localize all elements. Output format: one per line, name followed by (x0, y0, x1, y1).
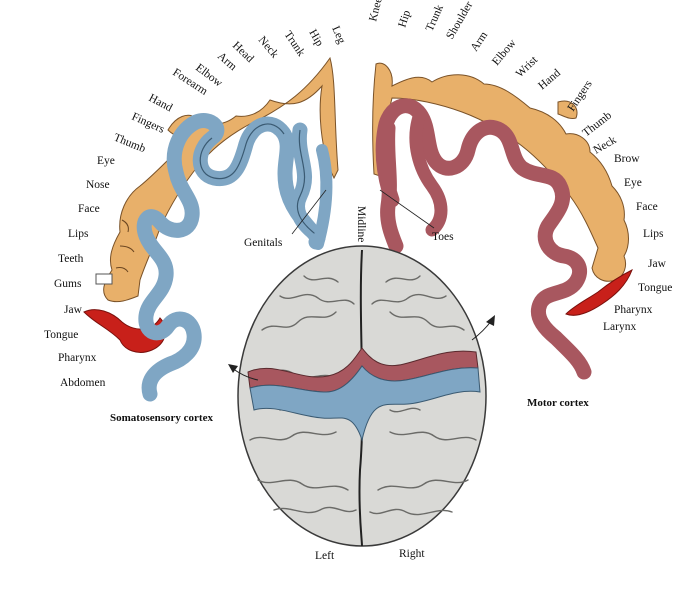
motor-homunculus (372, 62, 633, 380)
motor-label-wrist: Wrist (514, 54, 541, 81)
motor-label-brow: Brow (614, 153, 640, 165)
sensory-label-abdomen: Abdomen (60, 377, 106, 389)
sensory-label-nose: Nose (86, 179, 110, 191)
motor-label-fingers: Fingers (566, 78, 596, 114)
toes-label: Toes (432, 231, 454, 243)
sensory-label-face: Face (78, 203, 100, 215)
motor-label-hip: Hip (396, 9, 413, 29)
motor-label-shoulder: Shoulder (444, 0, 475, 42)
motor-label-thumb: Thumb (580, 109, 614, 139)
midline-label: Midline (355, 206, 367, 242)
sensory-label-hand: Hand (147, 92, 175, 114)
motor-label-hand: Hand (536, 67, 563, 92)
motor-label-lips: Lips (643, 228, 664, 240)
sensory-label-neck: Neck (256, 34, 281, 60)
sensory-label-teeth: Teeth (58, 253, 84, 265)
sensory-label-lips: Lips (68, 228, 89, 240)
sensory-label-thumb: Thumb (112, 132, 148, 156)
left-label: Left (315, 550, 335, 562)
genitals-label: Genitals (244, 237, 283, 249)
motor-label-larynx: Larynx (603, 321, 636, 333)
sensory-label-tongue: Tongue (44, 329, 78, 341)
motor-label-trunk: Trunk (424, 3, 446, 33)
motor-label-arm: Arm (469, 29, 491, 53)
motor-label-elbow: Elbow (490, 37, 519, 68)
right-label: Right (399, 548, 425, 560)
sensory-label-gums: Gums (54, 278, 82, 290)
motor-label-knee: Knee (367, 0, 385, 23)
somatosensory-caption: Somatosensory cortex (110, 412, 213, 424)
sensory-label-arm: Arm (215, 50, 239, 73)
sensory-label-jaw: Jaw (64, 304, 83, 316)
motor-label-tongue: Tongue (638, 282, 672, 294)
motor-label-eye: Eye (624, 177, 642, 189)
motor-label-face: Face (636, 201, 658, 213)
sensory-label-eye: Eye (97, 155, 115, 167)
sensory-label-leg: Leg (329, 24, 347, 45)
sensory-label-fingers: Fingers (130, 111, 167, 136)
motor-label-jaw: Jaw (648, 258, 667, 270)
brain-top-view (237, 245, 487, 547)
sensory-label-pharynx: Pharynx (58, 352, 97, 364)
motor-label-pharynx: Pharynx (614, 304, 653, 316)
sensory-homunculus (83, 56, 339, 402)
motor-caption: Motor cortex (527, 397, 589, 409)
sensory-label-hip: Hip (306, 28, 325, 49)
sensory-label-trunk: Trunk (282, 29, 308, 59)
